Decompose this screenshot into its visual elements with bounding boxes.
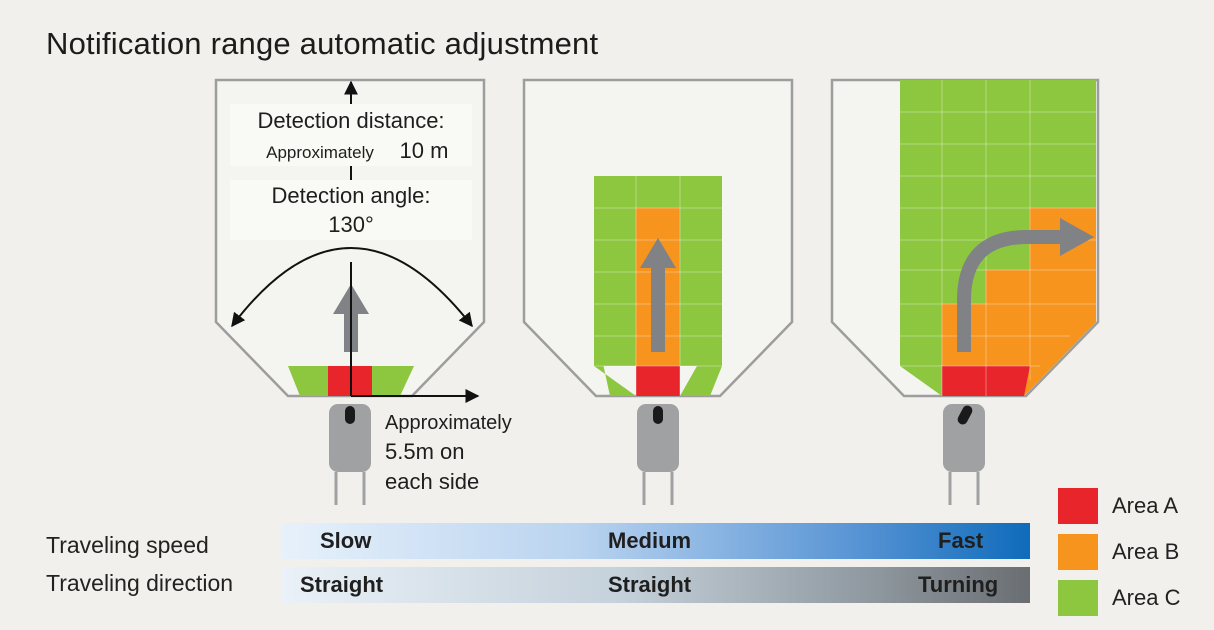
area-b-fast xyxy=(942,208,1096,396)
vehicle-fast xyxy=(943,404,985,505)
area-c-medium-tip-left xyxy=(594,322,636,396)
legend-label-a: Area A xyxy=(1112,493,1179,518)
legend-swatch-c xyxy=(1058,580,1098,616)
panel-medium xyxy=(522,78,794,505)
speed-slow: Slow xyxy=(320,528,372,553)
detection-angle-arc xyxy=(231,247,473,328)
detection-angle-label: Detection angle: xyxy=(272,183,431,208)
panel-fast xyxy=(830,78,1100,505)
legend-area-b: Area B xyxy=(1058,534,1198,574)
speed-medium: Medium xyxy=(608,528,692,553)
area-a-medium xyxy=(636,366,680,396)
detection-angle-box xyxy=(230,180,472,240)
detection-distance-label: Detection distance: xyxy=(257,108,444,133)
vehicle-medium xyxy=(637,404,679,505)
vehicle-slow xyxy=(329,404,371,505)
detection-distance-prefix: Approximately xyxy=(266,143,374,162)
side-range-line2: 5.5m on xyxy=(385,439,465,464)
traveling-speed-bar: Slow Medium Fast xyxy=(282,523,1030,559)
direction-straight-1: Straight xyxy=(300,572,384,597)
legend-label-b: Area B xyxy=(1112,539,1180,564)
panel-slow: Detection distance: Approximately 10 m D… xyxy=(214,78,512,505)
turning-arrow-head xyxy=(1060,218,1094,256)
area-c-right xyxy=(372,366,414,396)
area-a-fast-cell xyxy=(942,366,986,396)
side-range-line3: each side xyxy=(385,469,479,494)
detection-distance-value: 10 m xyxy=(400,138,449,163)
travel-arrow-gray xyxy=(640,238,676,352)
traveling-direction-label: Traveling direction xyxy=(46,570,234,596)
legend-area-c: Area C xyxy=(1058,580,1198,620)
legend-swatch-a xyxy=(1058,488,1098,524)
side-range-line1: Approximately xyxy=(385,412,512,434)
speed-fast: Fast xyxy=(938,528,984,553)
direction-straight-2: Straight xyxy=(608,572,692,597)
legend-swatch-b xyxy=(1058,534,1098,570)
traveling-direction-bar: Straight Straight Turning xyxy=(282,567,1030,603)
traveling-speed-label: Traveling speed xyxy=(46,532,209,558)
turning-arrow-shaft xyxy=(957,230,1060,352)
range-diagram: Detection distance: Approximately 10 m D… xyxy=(214,78,1100,505)
area-c-medium-tip-right xyxy=(680,322,722,396)
legend-label-c: Area C xyxy=(1112,585,1181,610)
detection-distance-box xyxy=(230,104,472,166)
area-c-left xyxy=(288,366,328,396)
page-title: Notification range automatic adjustment xyxy=(46,26,599,61)
detection-angle-value: 130° xyxy=(328,212,374,237)
legend-area-a: Area A xyxy=(1058,488,1198,528)
direction-turning: Turning xyxy=(918,572,999,597)
